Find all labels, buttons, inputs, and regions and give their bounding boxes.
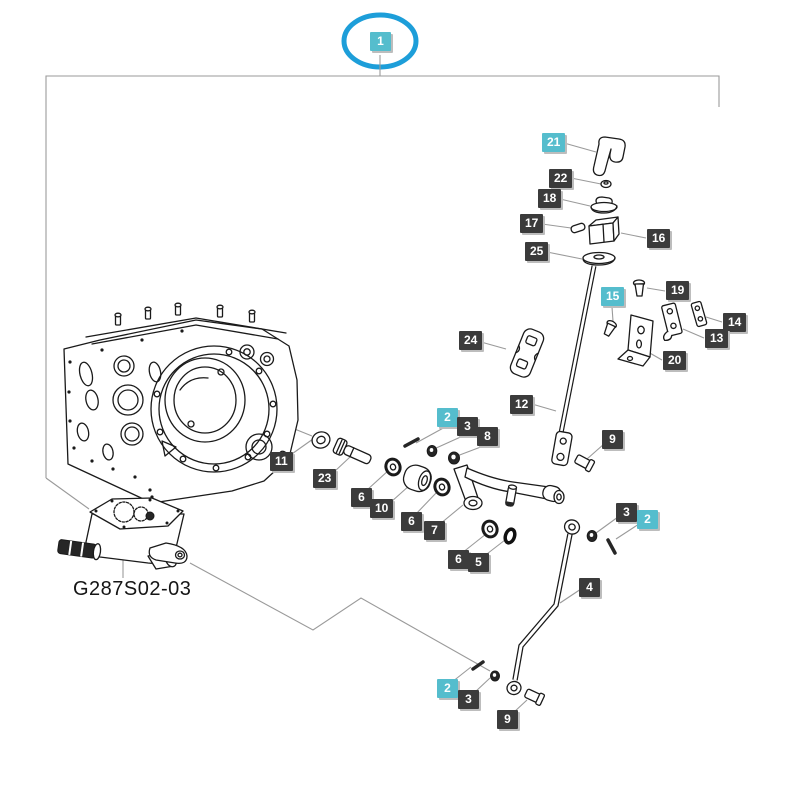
part-label-15[interactable]: 15 [601,287,625,306]
disc-25 [582,251,616,266]
pin-23 [332,437,372,465]
lever-arm-7 [453,464,565,511]
part-label-16[interactable]: 16 [647,229,671,248]
part-label-6b[interactable]: 6 [401,512,422,531]
part-label-17[interactable]: 17 [520,214,544,233]
part-label-12[interactable]: 12 [510,395,534,414]
subassembly-code: G287S02-03 [73,578,192,600]
part-label-3c[interactable]: 3 [458,690,479,709]
washer-6-third [481,519,499,539]
part-label-14[interactable]: 14 [723,313,747,332]
plate-14 [690,300,708,328]
part-label-4[interactable]: 4 [579,578,600,597]
flange-bolt-holes [153,348,277,472]
gearbox-input-shaft [57,539,102,561]
part-label-18[interactable]: 18 [538,189,562,208]
bracket-20 [617,314,654,367]
part-label-fig1[interactable]: 1 [370,32,391,51]
lever-peg [505,484,518,507]
part-label-10[interactable]: 10 [370,499,394,518]
part-label-3a[interactable]: 3 [457,417,478,436]
washer-3-middle [426,445,438,457]
part-label-2a[interactable]: 2 [437,408,458,427]
part-label-6c[interactable]: 6 [448,550,469,569]
bushing-10 [402,464,432,493]
figure-frame [45,12,720,510]
pin-2-right [606,538,617,555]
bolt-9-middle [574,454,596,473]
part-label-9a[interactable]: 9 [602,430,623,449]
washer-3-right [586,530,598,542]
part-label-8[interactable]: 8 [477,427,498,446]
part-label-13[interactable]: 13 [705,329,729,348]
part-label-25[interactable]: 25 [525,242,549,261]
part-label-5[interactable]: 5 [468,553,489,572]
snap-ring-5 [503,527,517,545]
bolt-9-bottom [524,688,546,706]
housing-left-face-holes [76,355,177,461]
pin-2-middle [403,437,420,448]
leader-lines [122,142,723,714]
washer-6-first [384,457,402,477]
pin-2-bottom [471,660,485,671]
bolt-15 [603,319,617,337]
part-label-21[interactable]: 21 [542,133,566,152]
part-label-11[interactable]: 11 [270,452,293,471]
part-label-7[interactable]: 7 [424,521,445,540]
link-rod-4 [506,519,581,696]
washer-6-second [433,477,451,497]
bracket-13 [661,302,683,342]
part-label-6a[interactable]: 6 [351,488,372,507]
part-label-3b[interactable]: 3 [616,503,637,522]
gearbox-bolt-dots [94,498,180,529]
boot-18 [590,196,618,214]
part-label-20[interactable]: 20 [663,351,687,370]
nut-22 [600,179,612,189]
bolt-19 [632,279,646,297]
shift-knob-21 [592,136,626,177]
washer-3-bottom [490,670,500,682]
washer-8 [448,451,460,465]
part-label-2c[interactable]: 2 [437,679,458,698]
block-16 [588,216,620,245]
part-label-9c[interactable]: 9 [497,710,518,729]
washer-11 [311,431,331,449]
sub-gearbox-drawing [57,497,188,570]
shift-rod-12 [551,265,597,467]
transmission-housing-drawing [63,302,299,504]
plate-24 [509,328,545,378]
pin-17 [570,222,586,234]
part-label-22[interactable]: 22 [549,169,573,188]
housing-top-studs [114,302,256,326]
part-label-23[interactable]: 23 [313,469,337,488]
part-label-2b[interactable]: 2 [637,510,658,529]
part-label-19[interactable]: 19 [666,281,690,300]
part-label-24[interactable]: 24 [459,331,483,350]
